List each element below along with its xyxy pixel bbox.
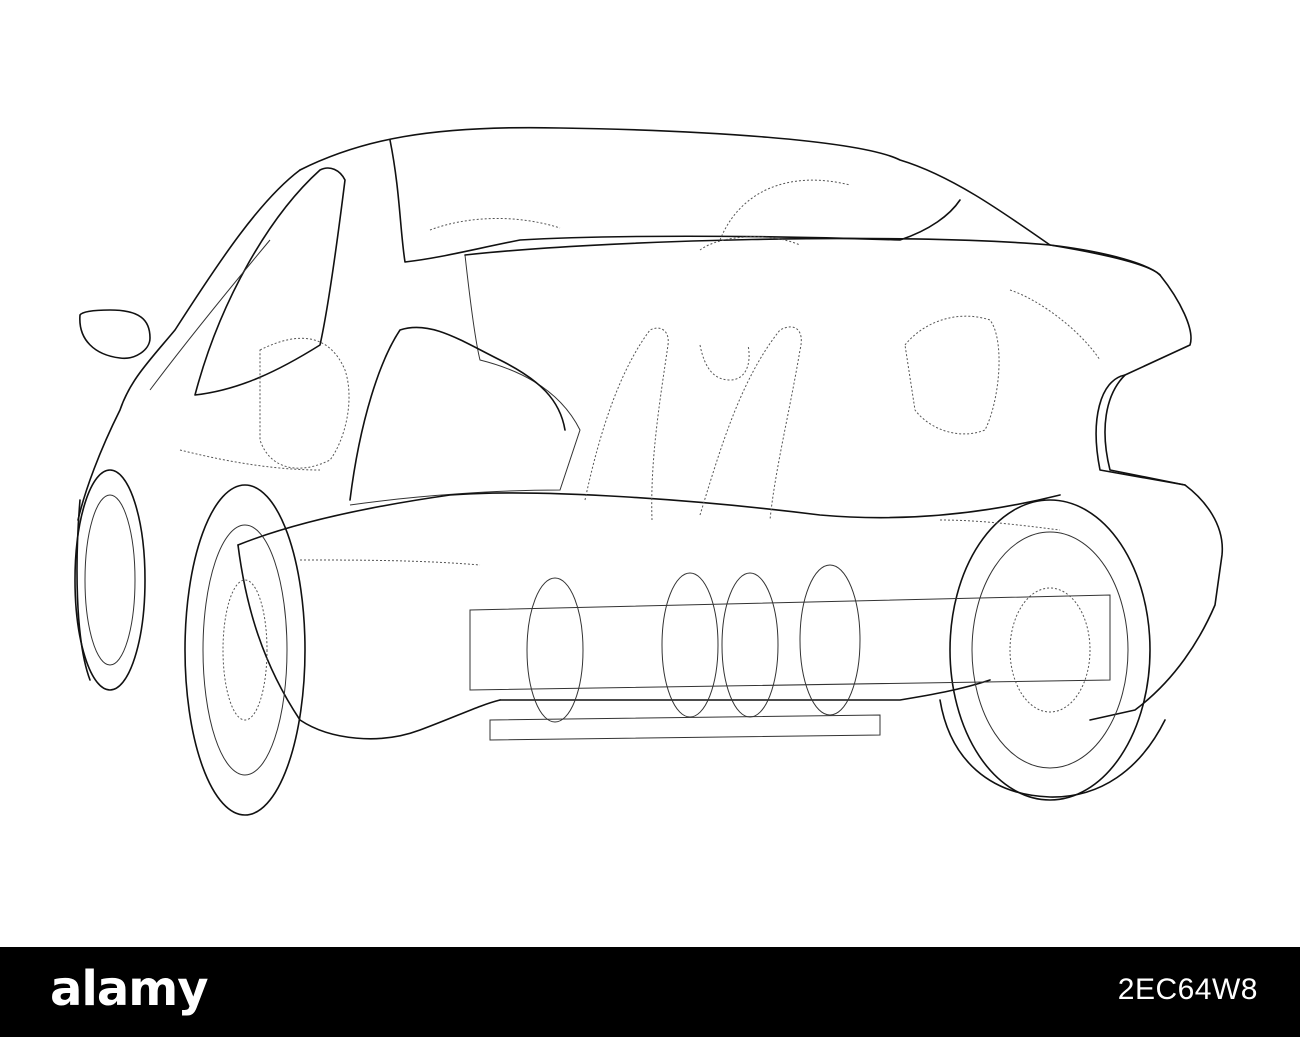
car-wireframe-icon bbox=[74, 126, 1224, 816]
watermark-footer: alamy 2EC64W8 bbox=[0, 947, 1300, 1037]
illustration-area bbox=[74, 126, 1224, 816]
brand-wordmark: alamy bbox=[50, 961, 209, 1017]
brand-logo: alamy bbox=[50, 961, 209, 1017]
stock-image-id: 2EC64W8 bbox=[1117, 973, 1258, 1006]
